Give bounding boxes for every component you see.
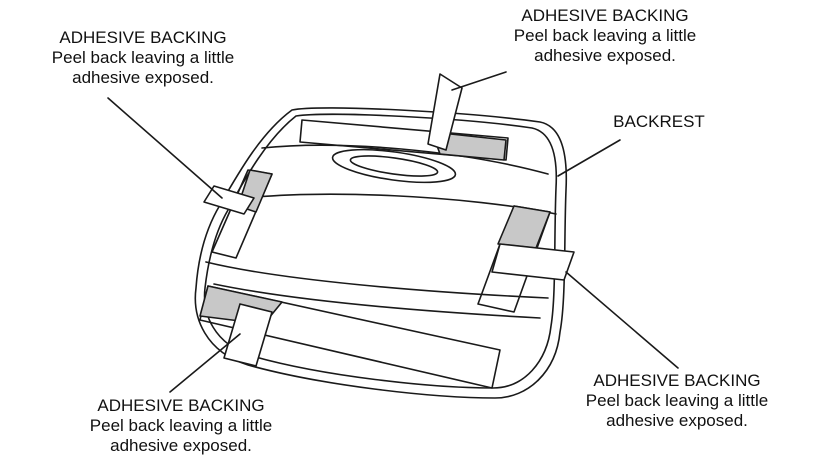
callout-title: ADHESIVE BACKING bbox=[593, 371, 761, 390]
callout-adhesive-bottom-right: ADHESIVE BACKING Peel back leaving a lit… bbox=[552, 371, 802, 431]
callout-instruction-line2: adhesive exposed. bbox=[110, 436, 252, 455]
peel-tab-right bbox=[491, 243, 575, 281]
callout-instruction-line1: Peel back leaving a little bbox=[89, 416, 273, 435]
backrest-ridge-upper bbox=[261, 144, 549, 175]
leader-line-bottom-right bbox=[565, 271, 679, 369]
callout-title: ADHESIVE BACKING bbox=[521, 6, 689, 25]
callout-instruction-line2: adhesive exposed. bbox=[72, 68, 214, 87]
callout-instruction-line1: Peel back leaving a little bbox=[585, 391, 769, 410]
peel-tab-bottom bbox=[223, 303, 273, 367]
callout-title: ADHESIVE BACKING bbox=[59, 28, 227, 47]
leader-line-bottom-left bbox=[169, 333, 241, 393]
callout-instruction-line2: adhesive exposed. bbox=[606, 411, 748, 430]
backrest-ridge-lower bbox=[227, 193, 557, 215]
callout-adhesive-bottom-left: ADHESIVE BACKING Peel back leaving a lit… bbox=[56, 396, 306, 456]
backrest-outline-inner bbox=[203, 113, 558, 389]
backrest-curve-b bbox=[213, 283, 541, 319]
leader-line-top-left bbox=[107, 97, 223, 199]
backrest-outline-outer bbox=[194, 107, 568, 399]
callout-adhesive-top-right: ADHESIVE BACKING Peel back leaving a lit… bbox=[480, 6, 730, 66]
callout-backrest: BACKREST bbox=[613, 112, 705, 131]
callout-instruction-line1: Peel back leaving a little bbox=[513, 26, 697, 45]
backrest-curve-a bbox=[205, 261, 549, 299]
leader-line-backrest bbox=[557, 139, 621, 177]
callout-instruction-line1: Peel back leaving a little bbox=[51, 48, 235, 67]
leader-line-top-right bbox=[451, 71, 507, 91]
handle-oval-inner bbox=[349, 155, 439, 177]
peel-tab-top bbox=[427, 73, 463, 151]
callout-instruction-line2: adhesive exposed. bbox=[534, 46, 676, 65]
callout-title: ADHESIVE BACKING bbox=[97, 396, 265, 415]
handle-oval-outer bbox=[331, 148, 457, 184]
callout-adhesive-top-left: ADHESIVE BACKING Peel back leaving a lit… bbox=[18, 28, 268, 88]
adhesive-exposed-right bbox=[497, 205, 551, 249]
